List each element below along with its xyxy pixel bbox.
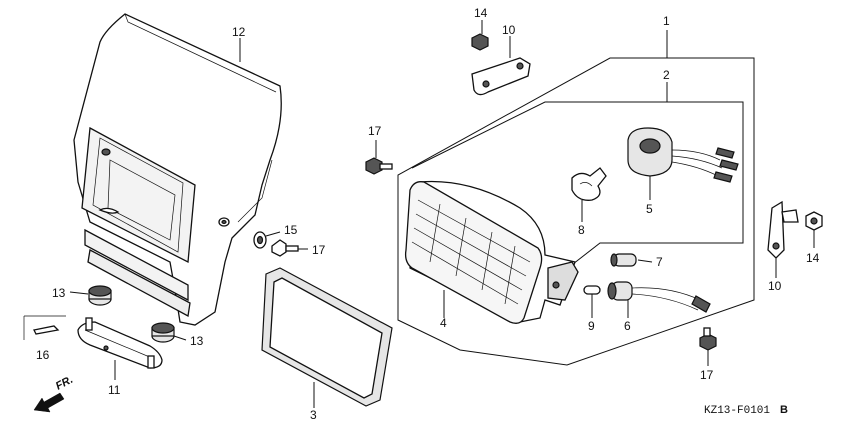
callout-7: 7 bbox=[656, 255, 663, 269]
callout-4: 4 bbox=[440, 316, 447, 330]
grommet-13-left bbox=[69, 285, 112, 306]
callout-17-upper: 17 bbox=[368, 124, 382, 138]
callout-9: 9 bbox=[588, 319, 595, 333]
callout-17-lower: 17 bbox=[700, 368, 714, 382]
bulb-8 bbox=[571, 167, 607, 222]
diagram-code-suffix: B bbox=[780, 404, 788, 416]
callout-6: 6 bbox=[624, 319, 631, 333]
bolt-17-upper bbox=[365, 140, 393, 175]
headlight-gasket bbox=[261, 267, 393, 408]
diagram-code: KZ13-F0101 bbox=[704, 405, 770, 417]
front-direction-label: FR. bbox=[54, 374, 75, 393]
callout-1: 1 bbox=[663, 14, 670, 28]
washer-15 bbox=[253, 231, 281, 249]
headlight-unit bbox=[404, 180, 579, 324]
clip-16 bbox=[23, 315, 66, 340]
grommet-13-right bbox=[151, 322, 187, 343]
bolt-17-lower bbox=[699, 327, 717, 366]
callout-14-right: 14 bbox=[806, 251, 820, 265]
assembly-outline-1 bbox=[397, 57, 755, 366]
bolt-17-cowl bbox=[271, 239, 308, 257]
bulb-9 bbox=[583, 285, 601, 318]
callout-17-cowl: 17 bbox=[312, 243, 326, 257]
callout-13-left: 13 bbox=[52, 286, 66, 300]
headlight-cowl bbox=[73, 13, 282, 326]
callout-11: 11 bbox=[108, 383, 121, 397]
nut-14-right bbox=[805, 211, 823, 248]
assembly-outline-2 bbox=[411, 30, 744, 265]
callout-13-right: 13 bbox=[190, 334, 204, 348]
bracket-10-top bbox=[471, 36, 531, 96]
callout-5: 5 bbox=[646, 202, 653, 216]
headlight-socket-5 bbox=[627, 127, 739, 200]
callout-12: 12 bbox=[232, 25, 246, 39]
callout-3: 3 bbox=[310, 408, 317, 422]
callout-8: 8 bbox=[578, 223, 585, 237]
bulb-7 bbox=[610, 253, 653, 267]
bracket-10-right bbox=[767, 200, 799, 278]
callout-14-top: 14 bbox=[474, 6, 488, 20]
front-direction-arrow bbox=[33, 392, 65, 413]
nut-14-top bbox=[471, 20, 489, 51]
callout-10-top: 10 bbox=[502, 23, 516, 37]
callout-16: 16 bbox=[36, 348, 50, 362]
callout-10-right: 10 bbox=[768, 279, 782, 293]
callout-15: 15 bbox=[284, 223, 298, 237]
cowl-bracket-11 bbox=[77, 317, 163, 380]
callout-2: 2 bbox=[663, 68, 670, 82]
socket-6 bbox=[607, 281, 711, 318]
